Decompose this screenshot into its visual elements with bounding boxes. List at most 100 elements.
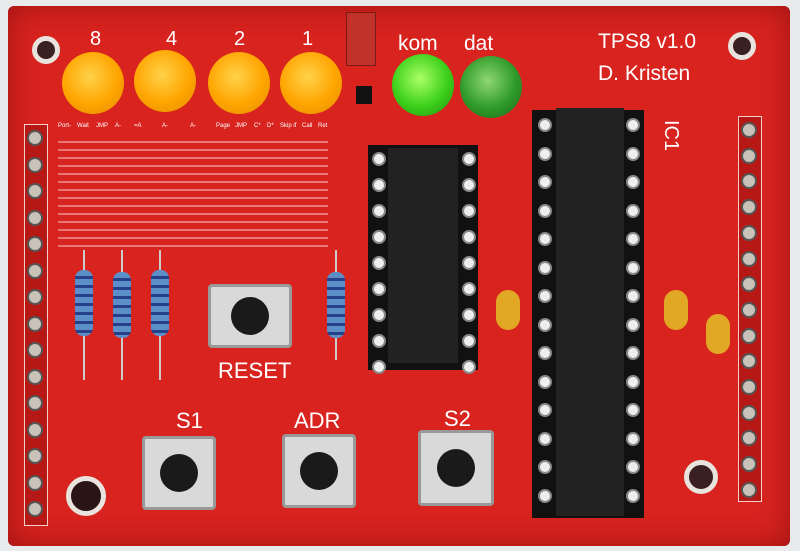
- led-dat: [460, 56, 522, 118]
- ic-pin: [538, 431, 552, 446]
- board-author: D. Kristen: [598, 62, 691, 85]
- ic-pin: [538, 175, 552, 189]
- ic-pin: [462, 152, 476, 166]
- board-title: TPS8 v1.0: [598, 30, 697, 53]
- header-pin: [741, 430, 757, 447]
- ic-pin: [462, 308, 476, 322]
- header-pin: [27, 183, 43, 199]
- s2-label: S2: [444, 406, 471, 431]
- ic-pin: [372, 178, 386, 192]
- ic-pin: [372, 256, 386, 270]
- adr-label: ADR: [294, 408, 341, 433]
- ic-pin: [372, 308, 386, 322]
- ic-pin: [372, 152, 386, 166]
- ic-pin: [626, 403, 640, 417]
- header-pin: [27, 156, 43, 173]
- ic-pin: [626, 289, 640, 303]
- resistor: [327, 272, 345, 338]
- led-label-2: 2: [234, 28, 246, 50]
- button-cap: [160, 454, 198, 492]
- ic-pin: [538, 403, 552, 417]
- ic1-label: IC1: [660, 120, 682, 152]
- ic-pin: [372, 230, 386, 244]
- ic1-microcontroller: [556, 108, 624, 516]
- ic-pin: [538, 232, 552, 246]
- ic-pin: [372, 334, 386, 348]
- table-header: Port-: [58, 123, 72, 129]
- s2-button[interactable]: [418, 430, 494, 506]
- header-pin: [741, 353, 757, 370]
- table-header: A-: [190, 123, 196, 129]
- led-label-dat: dat: [464, 32, 494, 55]
- header-pin: [27, 130, 43, 146]
- header-pin: [27, 262, 43, 279]
- table-header: Call: [302, 123, 313, 129]
- table-header: JMP: [235, 123, 247, 129]
- s1-button[interactable]: [142, 436, 216, 510]
- led-label-8: 8: [90, 28, 102, 50]
- capacitor: [496, 290, 520, 330]
- table-header: A-: [115, 123, 121, 129]
- adr-button[interactable]: [282, 434, 356, 508]
- ic-pin: [626, 488, 640, 503]
- ic-pin: [626, 232, 640, 246]
- jumper[interactable]: [346, 12, 376, 66]
- ic-pin: [462, 204, 476, 218]
- header-pin: [741, 301, 757, 318]
- header-pin: [27, 236, 43, 252]
- reset-button[interactable]: [208, 284, 292, 348]
- led-label-kom: kom: [398, 32, 438, 55]
- header-pin: [741, 199, 757, 216]
- led-8: [62, 52, 124, 114]
- ic-pin: [538, 203, 552, 218]
- header-pin: [741, 173, 757, 190]
- ic-pin: [372, 360, 386, 374]
- ic-pin: [538, 260, 552, 275]
- ic-pin: [538, 460, 552, 474]
- ic-pin: [462, 256, 476, 270]
- table-header: Wait: [77, 123, 89, 129]
- table-header: Page: [216, 123, 231, 129]
- header-pin: [27, 501, 43, 517]
- table-header: Ret: [318, 123, 328, 129]
- resistor: [151, 270, 169, 336]
- led-2: [208, 52, 270, 114]
- instruction-table-rows: [58, 138, 328, 248]
- button-cap: [300, 452, 338, 490]
- table-header: =A: [134, 123, 142, 129]
- ic-pin: [626, 346, 640, 360]
- ic-pin: [626, 118, 640, 132]
- ic-pin: [372, 204, 386, 218]
- ic-pin: [462, 230, 476, 244]
- button-cap: [231, 297, 269, 335]
- ic-pin: [626, 146, 640, 161]
- ic-pin: [538, 374, 552, 389]
- mounting-hole: [728, 32, 756, 60]
- ic-pin: [626, 317, 640, 332]
- header-pin: [27, 395, 43, 411]
- header-pin: [741, 122, 757, 138]
- mounting-hole: [32, 36, 60, 64]
- header-pin: [27, 368, 43, 385]
- header-pin: [27, 315, 43, 332]
- ic-pin: [372, 282, 386, 296]
- reset-label: RESET: [218, 358, 292, 383]
- header-pin: [741, 250, 757, 267]
- table-header: JMP: [96, 123, 108, 129]
- capacitor: [664, 290, 688, 330]
- ic-pin: [626, 431, 640, 446]
- header-pin: [27, 448, 43, 464]
- mounting-hole: [684, 460, 718, 494]
- led-kom: [392, 54, 454, 116]
- button-cap: [437, 449, 475, 487]
- header-pin: [741, 327, 757, 344]
- table-header: Skip if: [280, 123, 297, 129]
- mounting-hole: [66, 476, 106, 516]
- header-pin: [741, 456, 757, 473]
- ic-pin: [538, 289, 552, 303]
- capacitor: [706, 314, 730, 354]
- ic-pin: [626, 374, 640, 389]
- table-header: C*: [254, 123, 261, 129]
- ic-pin: [626, 460, 640, 474]
- ic-pin: [538, 488, 552, 503]
